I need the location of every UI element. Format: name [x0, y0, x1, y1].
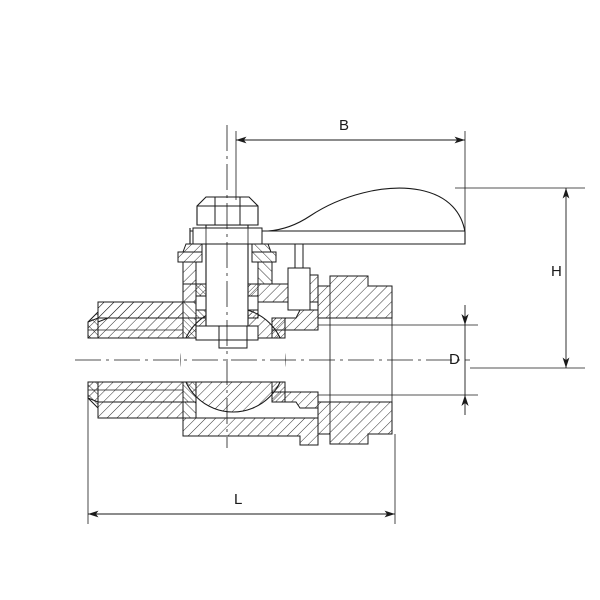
dimension-label-D: D — [449, 351, 461, 368]
dimension-label-H: H — [551, 263, 563, 280]
packing-gland — [195, 283, 259, 319]
seat-seal — [182, 317, 286, 403]
hex-nut — [196, 196, 259, 226]
stop-pin — [287, 244, 311, 311]
centerline — [75, 125, 470, 448]
dimension-label-L: L — [234, 491, 243, 508]
dimension-arrows-D — [461, 314, 469, 406]
valve-body — [87, 243, 393, 446]
dimension-label-B: B — [339, 117, 350, 134]
lever-handle — [189, 187, 466, 245]
